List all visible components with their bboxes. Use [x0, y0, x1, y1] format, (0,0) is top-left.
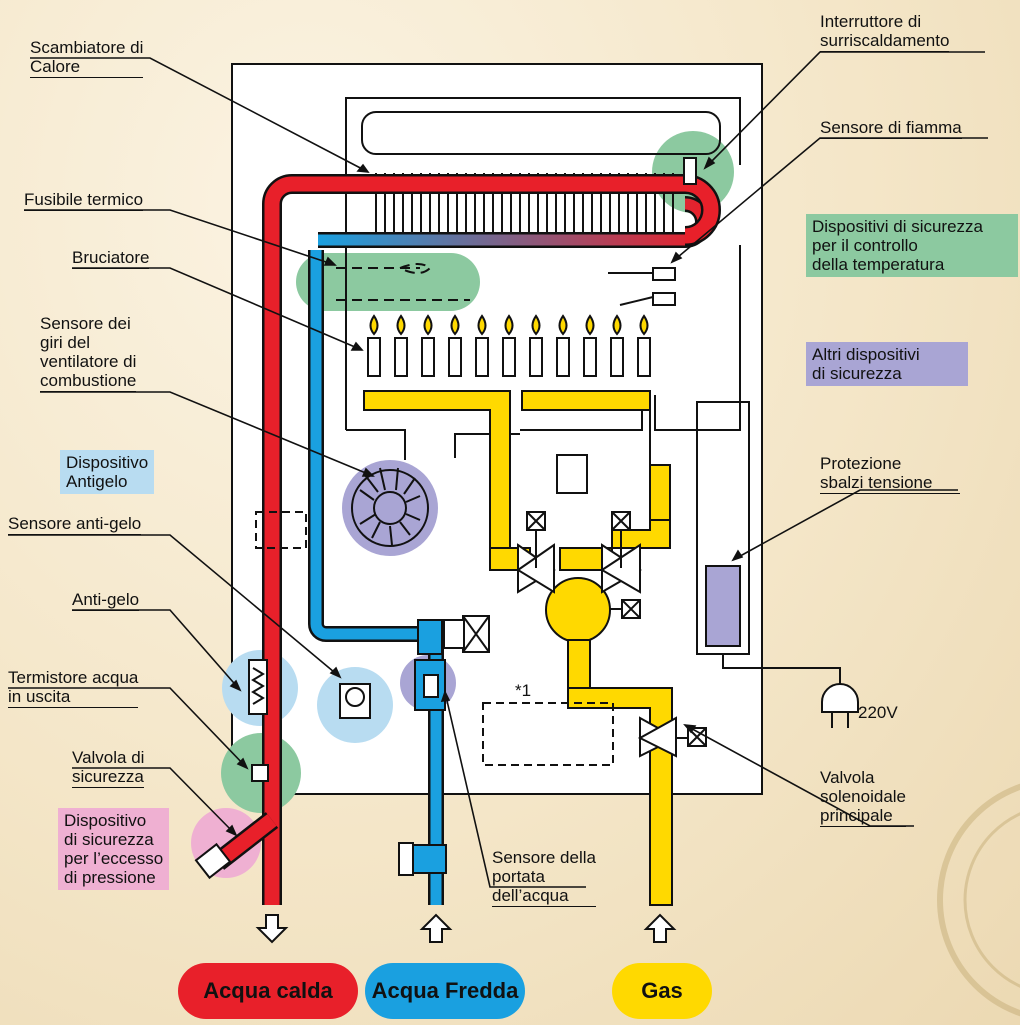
- label-water-flow-sensor: Sensore della portata dell’acqua: [492, 848, 596, 907]
- label-fan-sensor: Sensore dei giri del ventilatore di comb…: [40, 314, 137, 392]
- combustion-fan: [351, 467, 429, 547]
- hot-water-button[interactable]: Acqua calda: [178, 963, 358, 1019]
- leader-lines: [8, 51, 988, 888]
- label-surge-protection: Protezione sbalzi tensione: [820, 454, 960, 494]
- gas-button[interactable]: Gas: [612, 963, 712, 1019]
- label-antifreeze-sensor: Sensore anti-gelo: [8, 514, 142, 535]
- label-voltage: 220V: [858, 703, 898, 722]
- label-thermal-fuse: Fusibile termico: [24, 190, 144, 211]
- thermal-fuse-wire: [336, 263, 470, 301]
- label-other-safety-devices: Altri dispositivi di sicurezza: [806, 342, 968, 386]
- watermark-stamp: [937, 783, 1020, 1017]
- misc-components: [248, 157, 859, 782]
- label-antifreeze-device: Dispositivo Antigelo: [60, 450, 155, 494]
- label-burner: Bruciatore: [72, 248, 150, 269]
- hot-water-pipe: [194, 174, 721, 905]
- label-temp-safety-devices: Dispositivi di sicurezza per il controll…: [806, 214, 1018, 277]
- label-overheat-switch: Interruttore di surriscaldamento: [820, 12, 950, 52]
- label-antifreeze: Anti-gelo: [72, 590, 140, 611]
- label-safety-valve: Valvola di sicurezza: [72, 748, 145, 788]
- gas-pipe: [363, 390, 673, 906]
- flow-arrows: [255, 913, 677, 944]
- burner-row: [367, 314, 651, 377]
- label-overpressure-device: Dispositivo di sicurezza per l’eccesso d…: [58, 808, 170, 890]
- label-main-solenoid-valve: Valvola solenoidale principale: [820, 768, 907, 827]
- cold-water-button[interactable]: Acqua Fredda: [365, 963, 525, 1019]
- label-note-marker: *1: [515, 681, 532, 700]
- gas-valves: [516, 511, 707, 758]
- label-flame-sensor: Sensore di fiamma: [820, 118, 962, 139]
- label-heat-exchanger: Scambiatore di Calore: [30, 38, 144, 78]
- cold-water-pipe: [308, 250, 490, 905]
- label-outlet-thermistor: Termistore acqua in uscita: [8, 668, 139, 708]
